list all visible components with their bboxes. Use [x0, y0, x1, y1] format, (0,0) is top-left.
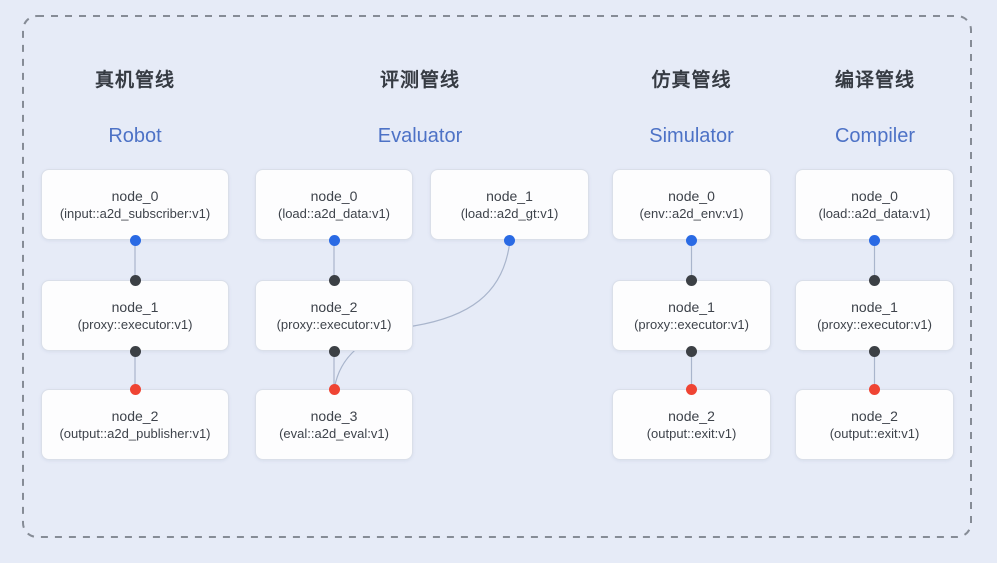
node-label: node_1 [111, 299, 159, 315]
port-dot-black [328, 345, 340, 357]
node-type: (output::a2d_publisher:v1) [59, 426, 211, 441]
port-dot-black [129, 274, 141, 286]
node-label: node_3 [310, 408, 358, 424]
node-type: (proxy::executor:v1) [77, 317, 193, 332]
evaluator-node-3: node_3(eval::a2d_eval:v1) [255, 389, 413, 460]
node-type: (proxy::executor:v1) [817, 317, 932, 332]
node-type: (input::a2d_subscriber:v1) [59, 206, 211, 221]
edge-group [134, 240, 876, 389]
node-label: node_1 [668, 299, 715, 315]
compiler-node-1: node_1(proxy::executor:v1) [795, 280, 954, 351]
node-label: node_2 [851, 408, 898, 424]
node-type: (proxy::executor:v1) [276, 317, 392, 332]
pipeline-title-zh-robot: 真机管线 [94, 70, 176, 91]
compiler-node-0: node_0(load::a2d_data:v1) [795, 169, 954, 240]
port-dot-blue [328, 234, 340, 246]
node-label: node_0 [111, 188, 159, 204]
node-type: (proxy::executor:v1) [634, 317, 749, 332]
node-type: (eval::a2d_eval:v1) [279, 426, 389, 441]
port-dot-blue [504, 234, 515, 246]
robot-node-0: node_0(input::a2d_subscriber:v1) [41, 169, 229, 240]
robot-node-1: node_1(proxy::executor:v1) [41, 280, 229, 351]
simulator-node-2: node_2(output::exit:v1) [612, 389, 771, 460]
pipeline-title-zh-evaluator: 评测管线 [379, 70, 461, 91]
pipeline-title-en-evaluator: Evaluator [377, 125, 463, 147]
node-label: node_2 [310, 299, 358, 315]
port-dot-black [686, 274, 697, 286]
port-dot-black [869, 274, 880, 286]
simulator-node-0: node_0(env::a2d_env:v1) [612, 169, 771, 240]
evaluator-node-2: node_2(proxy::executor:v1) [255, 280, 413, 351]
node-label: node_2 [668, 408, 715, 424]
port-dot-red [869, 383, 880, 395]
port-dot-blue [686, 234, 697, 246]
pipeline-title-zh-compiler: 编译管线 [834, 70, 916, 91]
node-type: (load::a2d_data:v1) [277, 206, 391, 221]
pipeline-title-en-simulator: Simulator [649, 125, 734, 147]
node-type: (load::a2d_data:v1) [818, 206, 931, 221]
evaluator-node-0: node_0(load::a2d_data:v1) [255, 169, 413, 240]
node-label: node_0 [668, 188, 715, 204]
port-dot-black [869, 345, 880, 357]
port-dot-red [328, 383, 340, 395]
node-type: (output::exit:v1) [646, 426, 737, 441]
port-dot-blue [129, 234, 141, 246]
edge-curved-connector [334, 243, 511, 386]
simulator-node-1: node_1(proxy::executor:v1) [612, 280, 771, 351]
port-dot-black [328, 274, 340, 286]
port-dot-red [129, 383, 141, 395]
node-type: (output::exit:v1) [829, 426, 920, 441]
node-type: (env::a2d_env:v1) [639, 206, 744, 221]
port-dot-black [129, 345, 141, 357]
port-dot-blue [869, 234, 880, 246]
evaluator-node-1: node_1(load::a2d_gt:v1) [430, 169, 589, 240]
pipeline-title-en-compiler: Compiler [834, 125, 916, 147]
node-label: node_0 [310, 188, 358, 204]
node-label: node_1 [486, 188, 533, 204]
compiler-node-2: node_2(output::exit:v1) [795, 389, 954, 460]
node-label: node_1 [851, 299, 898, 315]
port-dot-black [686, 345, 697, 357]
port-dot-red [686, 383, 697, 395]
node-label: node_2 [111, 408, 159, 424]
robot-node-2: node_2(output::a2d_publisher:v1) [41, 389, 229, 460]
pipeline-title-zh-simulator: 仿真管线 [651, 70, 732, 91]
node-type: (load::a2d_gt:v1) [460, 206, 559, 221]
node-label: node_0 [851, 188, 898, 204]
pipeline-title-en-robot: Robot [108, 125, 162, 147]
